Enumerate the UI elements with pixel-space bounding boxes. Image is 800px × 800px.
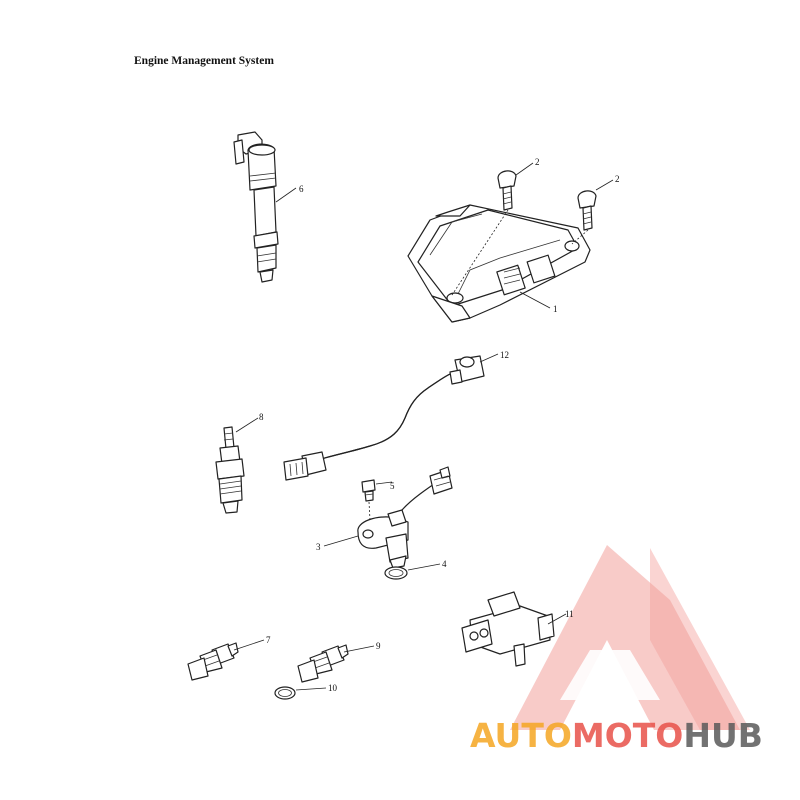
bolt-2b bbox=[577, 190, 597, 231]
callout-8: 8 bbox=[259, 412, 264, 422]
callout-7: 7 bbox=[266, 635, 271, 645]
callout-12: 12 bbox=[500, 350, 509, 360]
ignition-coil bbox=[233, 131, 279, 283]
o-ring-4 bbox=[384, 566, 408, 580]
temperature-sensor-7 bbox=[187, 642, 239, 681]
callout-5: 5 bbox=[390, 481, 395, 491]
callout-2b: 2 bbox=[615, 174, 620, 184]
o-ring-10 bbox=[274, 686, 296, 700]
page-title: Engine Management System bbox=[134, 55, 274, 67]
callout-4: 4 bbox=[442, 559, 447, 569]
callout-2a: 2 bbox=[535, 157, 540, 167]
screw-5 bbox=[361, 479, 376, 502]
callout-9: 9 bbox=[376, 641, 381, 651]
watermark-logo bbox=[510, 545, 750, 730]
engine-control-module bbox=[407, 204, 591, 323]
callout-1: 1 bbox=[553, 304, 558, 314]
harness-sensor bbox=[283, 355, 485, 481]
watermark-moto: MOTO bbox=[571, 716, 684, 755]
watermark-text: AUTOMOTOHUB bbox=[470, 716, 763, 755]
watermark-auto: AUTO bbox=[470, 716, 572, 755]
temperature-sensor-9 bbox=[297, 644, 349, 683]
crank-position-sensor bbox=[357, 466, 453, 569]
map-sensor bbox=[461, 591, 555, 667]
spark-plug bbox=[215, 426, 245, 514]
callout-11: 11 bbox=[565, 609, 574, 619]
bolt-2a bbox=[497, 170, 517, 211]
watermark-hub: HUB bbox=[683, 716, 763, 755]
callout-6: 6 bbox=[299, 184, 304, 194]
callout-10: 10 bbox=[328, 683, 338, 693]
callout-3: 3 bbox=[316, 542, 321, 552]
